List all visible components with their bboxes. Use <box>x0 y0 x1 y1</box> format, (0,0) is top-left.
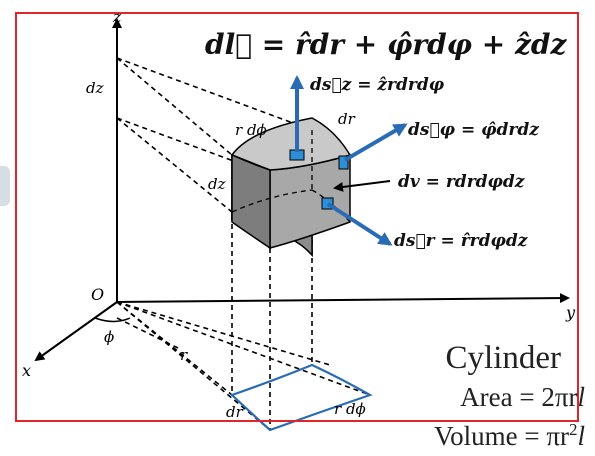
rdphi-top-label: r dϕ <box>235 121 267 139</box>
ds-r-label: ds⃗r = r̂rdφdz <box>394 231 528 251</box>
volume-exponent: 2 <box>568 420 578 439</box>
surface-patch-r <box>321 197 334 210</box>
area-var: l <box>577 382 585 412</box>
ds-z-label: ds⃗z = ẑrdrdφ <box>310 75 445 95</box>
volume-element <box>230 117 352 257</box>
r-radius-label: r <box>180 346 188 364</box>
y-axis-label: y <box>565 303 576 322</box>
left-edge-fragment <box>0 166 10 206</box>
cylinder-area: Area = 2πrl <box>434 376 585 414</box>
dv-label: dv = rdrdφdz <box>398 172 525 192</box>
volume-var: l <box>577 421 585 451</box>
ds-phi-label: ds⃗φ = φ̂drdz <box>408 120 539 140</box>
origin-label: O <box>91 285 104 304</box>
main-equation: dl⃗ = r̂dr + φ̂rdφ + ẑdz <box>205 28 567 61</box>
normal-arrows <box>290 75 408 246</box>
projection-lines <box>116 57 371 431</box>
bottom-patch <box>229 363 373 432</box>
x-axis-label: x <box>22 361 31 380</box>
cylinder-title: Cylinder <box>445 340 561 376</box>
dz-axis-label: dz <box>86 79 104 97</box>
dr-bottom-label: dr <box>226 403 244 421</box>
phi-arc <box>94 317 131 323</box>
dz-side-label: dz <box>208 175 226 193</box>
area-text: Area = 2πr <box>460 382 578 412</box>
x-axis <box>34 301 118 362</box>
dr-top-label: dr <box>338 110 356 128</box>
cylinder-volume: Volume = πr2l <box>434 414 585 452</box>
rdphi-bottom-label: r dϕ <box>334 400 366 418</box>
surface-patch-phi <box>338 155 349 170</box>
phi-angle-label: ϕ <box>104 328 114 346</box>
arrow-ds-r <box>326 202 393 246</box>
cylinder-formulas: Cylinder Area = 2πrl Volume = πr2l <box>434 340 585 452</box>
arrow-dv <box>333 180 391 192</box>
z-axis-label: z <box>112 7 122 26</box>
volume-text: Volume = πr <box>434 421 569 451</box>
y-axis <box>116 293 570 304</box>
arrow-ds-phi <box>343 123 408 162</box>
highlight-frame <box>15 12 579 422</box>
